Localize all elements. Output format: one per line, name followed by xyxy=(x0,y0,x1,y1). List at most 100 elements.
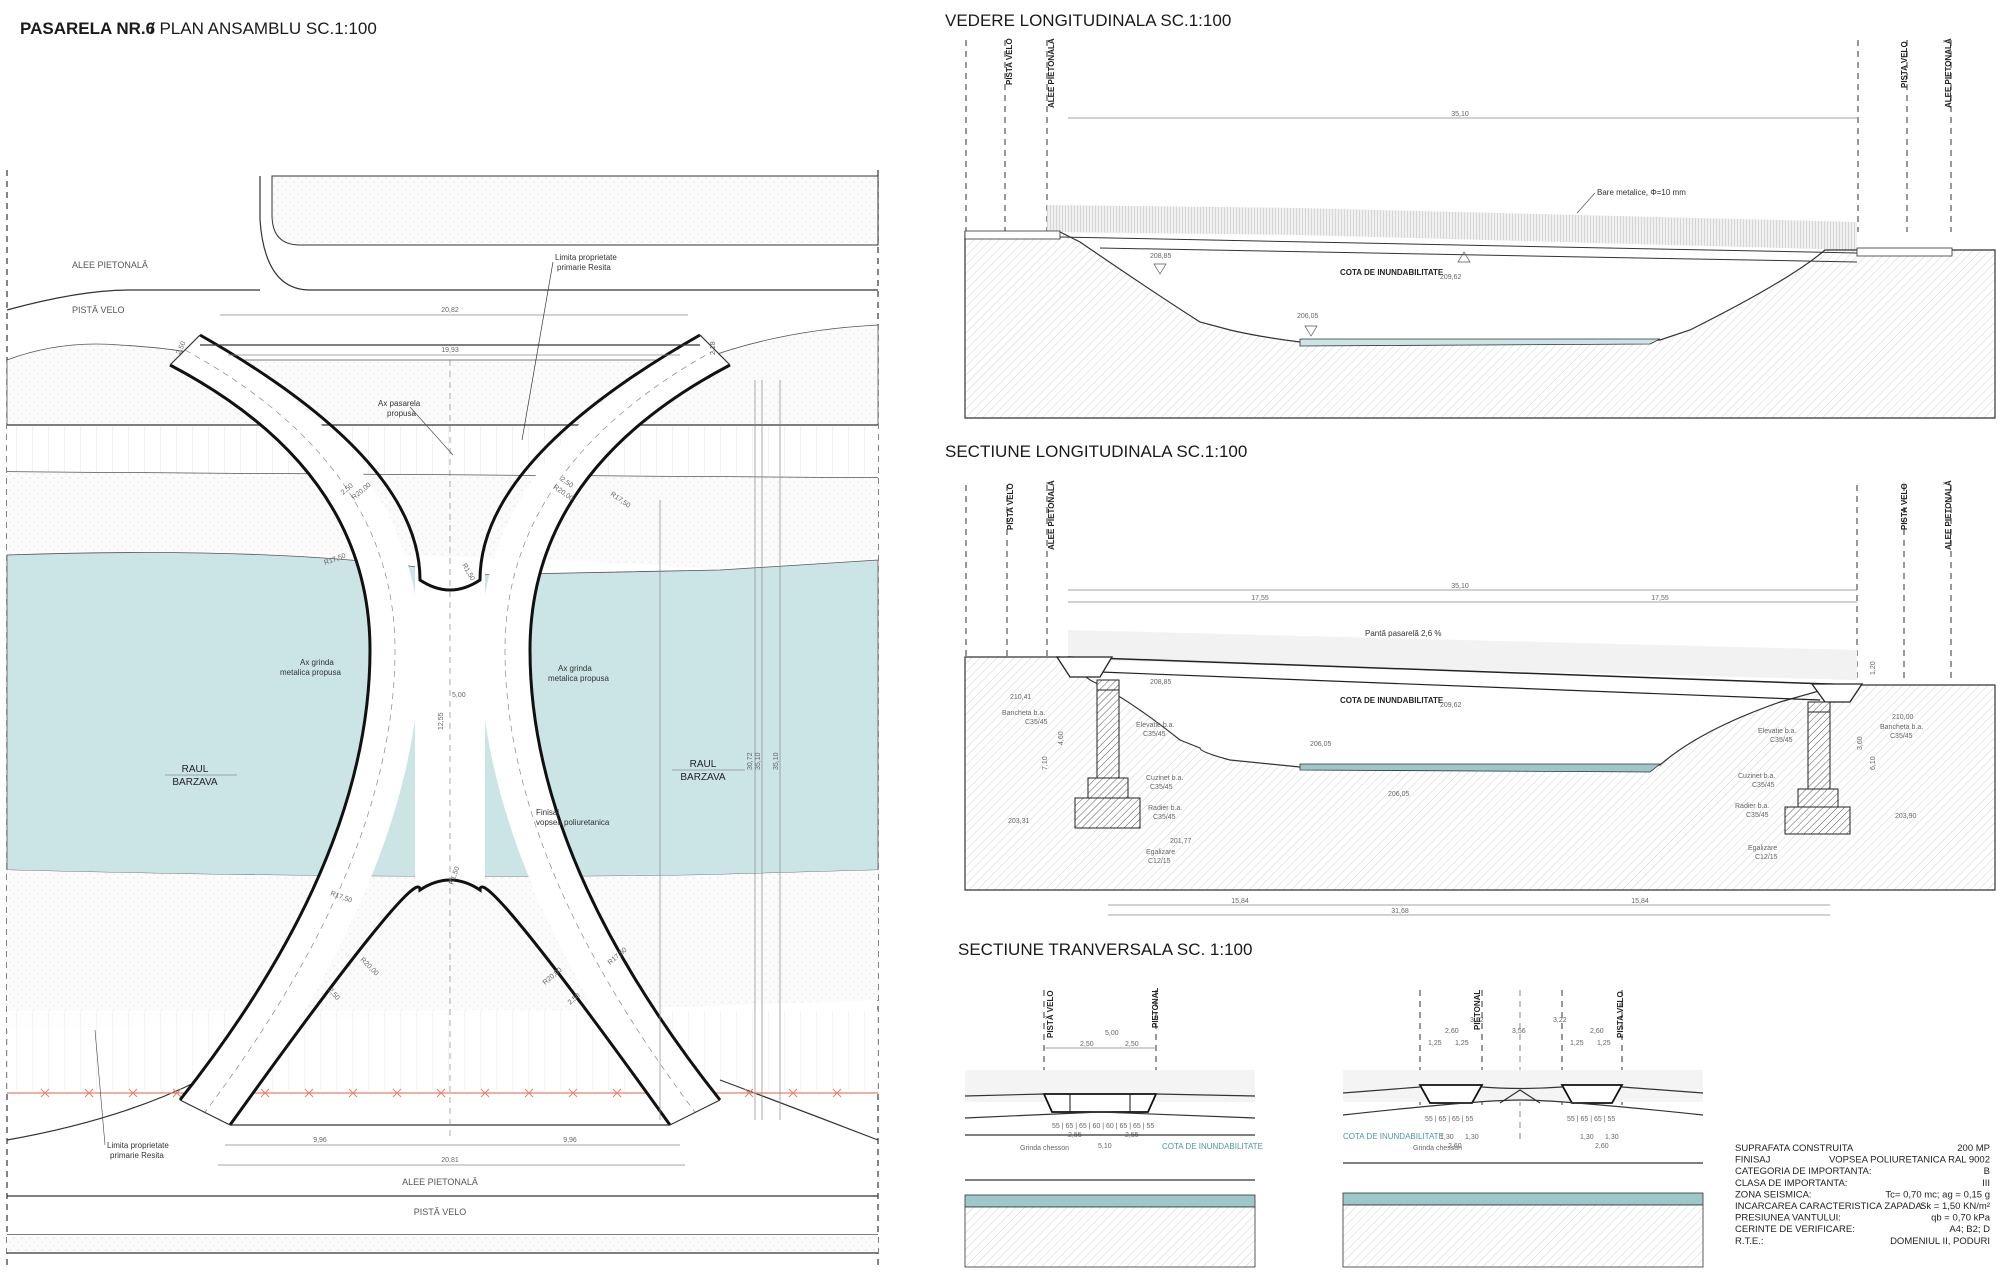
road-label-velo-top: PISTĂ VELO xyxy=(72,305,125,315)
plan-band-bottom xyxy=(7,870,878,1030)
vedere-label-velo-right: PISTA VELO xyxy=(1900,41,1909,88)
sect-long-level-ground-mid: 201,77 xyxy=(1170,838,1192,845)
info-label: SUPRAFATA CONSTRUITA xyxy=(1735,1143,1854,1154)
info-label: ZONA SEISMICA: xyxy=(1735,1189,1812,1200)
property-marker xyxy=(832,1088,842,1098)
sect-long-bottom-right: 15,84 xyxy=(1631,898,1649,905)
property-marker xyxy=(392,1088,402,1098)
dim-right-1: 30,72 xyxy=(747,752,754,770)
plan-view: PASARELA NR.6 / PLAN ANSAMBLU SC.1:100 xyxy=(6,19,879,1265)
sect-long-level-water: 206,05 xyxy=(1310,741,1332,748)
vedere-longitudinala: VEDERE LONGITUDINALA SC.1:100 PISTA VELO… xyxy=(945,11,1996,419)
property-marker xyxy=(612,1088,622,1098)
vedere-level-water: 206,05 xyxy=(1297,313,1319,320)
trans-right-cota: COTA DE INUNDABILITATE xyxy=(1343,1132,1444,1141)
info-label: FINISAJ xyxy=(1735,1155,1771,1166)
label-radier-left: Radier b.a. xyxy=(1148,805,1182,812)
plan-stripe-band xyxy=(7,425,878,475)
trans-left-bottom-total: 5,10 xyxy=(1098,1143,1112,1150)
svg-text:C35/45: C35/45 xyxy=(1143,731,1166,738)
sect-long-slope: Pantă pasarelă 2,6 % xyxy=(1365,629,1442,638)
svg-text:BARZAVA: BARZAVA xyxy=(680,772,726,783)
sect-long-title: SECTIUNE LONGITUDINALA SC.1:100 xyxy=(945,442,1247,461)
annotation-ax-grinda-right: Ax grinda xyxy=(558,664,592,673)
info-value: VOPSEA POLIURETANICA RAL 9002 xyxy=(1829,1155,1990,1166)
svg-text:C35/45: C35/45 xyxy=(1746,812,1769,819)
property-marker xyxy=(568,1088,578,1098)
trans-right-125: 1,25 xyxy=(1428,1040,1442,1047)
sect-long-level-found-left: 203,31 xyxy=(1008,818,1030,825)
trans-left-label-velo: PISTĂ VELO xyxy=(1046,990,1055,1038)
dim-right-2: 35,10 xyxy=(755,752,762,770)
trans-left-cota: COTA DE INUNDABILITATE xyxy=(1162,1142,1263,1151)
sect-trans-title: SECTIUNE TRANVERSALA SC. 1:100 xyxy=(958,940,1252,959)
trans-left-box-girder xyxy=(1042,1093,1158,1113)
trans-right-bottom-seq-r: 55 | 65 | 65 | 55 xyxy=(1567,1116,1615,1123)
label-egalizare-left: Egalizare xyxy=(1146,849,1175,856)
info-label: R.T.E.: xyxy=(1735,1236,1764,1247)
svg-text:2,60: 2,60 xyxy=(1595,1143,1609,1150)
property-marker xyxy=(128,1088,138,1098)
property-marker xyxy=(348,1088,358,1098)
vedere-bare-label: Bare metalice, Φ=10 mm xyxy=(1597,188,1686,197)
sect-long-span-right: 17,55 xyxy=(1651,595,1669,602)
svg-text:metalica propusa: metalica propusa xyxy=(280,668,341,677)
cross-section-left: PISTĂ VELO PIETONAL 5,00 2,50 2,50 55 | … xyxy=(964,988,1263,1268)
sectiune-longitudinala: SECTIUNE LONGITUDINALA SC.1:100 PISTA VE… xyxy=(945,442,1996,916)
road-label-alee-top: ALEE PIETONALĂ xyxy=(72,260,148,270)
info-value: B xyxy=(1984,1166,1990,1177)
svg-text:metalica propusa: metalica propusa xyxy=(548,674,609,683)
info-value: Tc= 0,70 mc; ag = 0,15 g xyxy=(1885,1189,1990,1200)
dim-elev-right: 3,60 xyxy=(1857,736,1864,750)
sect-long-level-top-left: 210,41 xyxy=(1010,694,1032,701)
label-bancheta-left: Bancheta b.a. xyxy=(1002,710,1045,717)
label-egalizare-right: Egalizare xyxy=(1748,845,1777,852)
info-label: CATEGORIA DE IMPORTANTA: xyxy=(1735,1166,1872,1177)
dim-elev-left: 4,60 xyxy=(1058,731,1065,745)
svg-text:2,60: 2,60 xyxy=(1448,1143,1462,1150)
svg-text:C35/45: C35/45 xyxy=(1752,782,1775,789)
dim-center-width: 5,00 xyxy=(452,692,466,699)
sect-long-label-velo-right: PISTA VELO xyxy=(1900,483,1909,530)
road-label-alee-bottom: ALEE PIETONALĂ xyxy=(402,1177,478,1187)
pile-right-radier xyxy=(1784,806,1851,835)
vedere-terrain xyxy=(964,231,1996,419)
plan-title-scale: / PLAN ANSAMBLU SC.1:100 xyxy=(150,19,377,38)
trans-left-water xyxy=(964,1194,1256,1208)
dim-center-length: 12,55 xyxy=(438,712,445,730)
svg-text:1,30: 1,30 xyxy=(1465,1134,1479,1141)
svg-text:primarie Resita: primarie Resita xyxy=(110,1151,164,1160)
trans-right-356: 3,56 xyxy=(1512,1028,1526,1035)
label-bancheta-right: Bancheta b.a. xyxy=(1880,724,1923,731)
annotation-finisaj: Finisaj xyxy=(536,808,559,817)
svg-text:C35/45: C35/45 xyxy=(1770,737,1793,744)
trans-right-box-left xyxy=(1418,1084,1484,1104)
trans-left-label-pietonal: PIETONAL xyxy=(1151,988,1160,1028)
property-marker xyxy=(304,1088,314,1098)
trans-left-total: 5,00 xyxy=(1105,1030,1119,1037)
info-label: CERINTE DE VERIFICARE: xyxy=(1735,1224,1855,1235)
dim-right-3: 35,10 xyxy=(773,752,780,770)
info-value: III xyxy=(1982,1178,1990,1189)
dim-bottom-total: 20,81 xyxy=(441,1157,459,1164)
vedere-water xyxy=(1299,338,1661,347)
dim-end-width-tr: 2,18 xyxy=(710,341,717,355)
pile-right-cuzinet xyxy=(1797,788,1839,808)
sect-long-railing xyxy=(1068,630,1857,680)
trans-left-grinda: Grinda chesson xyxy=(1020,1145,1069,1152)
svg-text:primarie Resita: primarie Resita xyxy=(557,263,611,272)
velo-edge-top xyxy=(6,289,260,311)
svg-text:C12/15: C12/15 xyxy=(1755,854,1778,861)
alee-edge-top xyxy=(259,176,878,291)
vedere-label-alee-left: ALEE PIETONALĂ xyxy=(1047,38,1056,108)
annotation-ax-pasarela: Ax pasarela xyxy=(378,399,421,408)
property-marker xyxy=(436,1088,446,1098)
svg-text:1,30: 1,30 xyxy=(1440,1134,1454,1141)
road-label-velo-bottom: PISTĂ VELO xyxy=(414,1207,467,1217)
vedere-level-right: 209,62 xyxy=(1440,274,1462,281)
sect-long-bottom-left: 15,84 xyxy=(1231,898,1249,905)
sect-long-label-velo-left: PISTA VELO xyxy=(1006,483,1015,530)
sect-long-level-flood-right: 209,62 xyxy=(1440,702,1462,709)
